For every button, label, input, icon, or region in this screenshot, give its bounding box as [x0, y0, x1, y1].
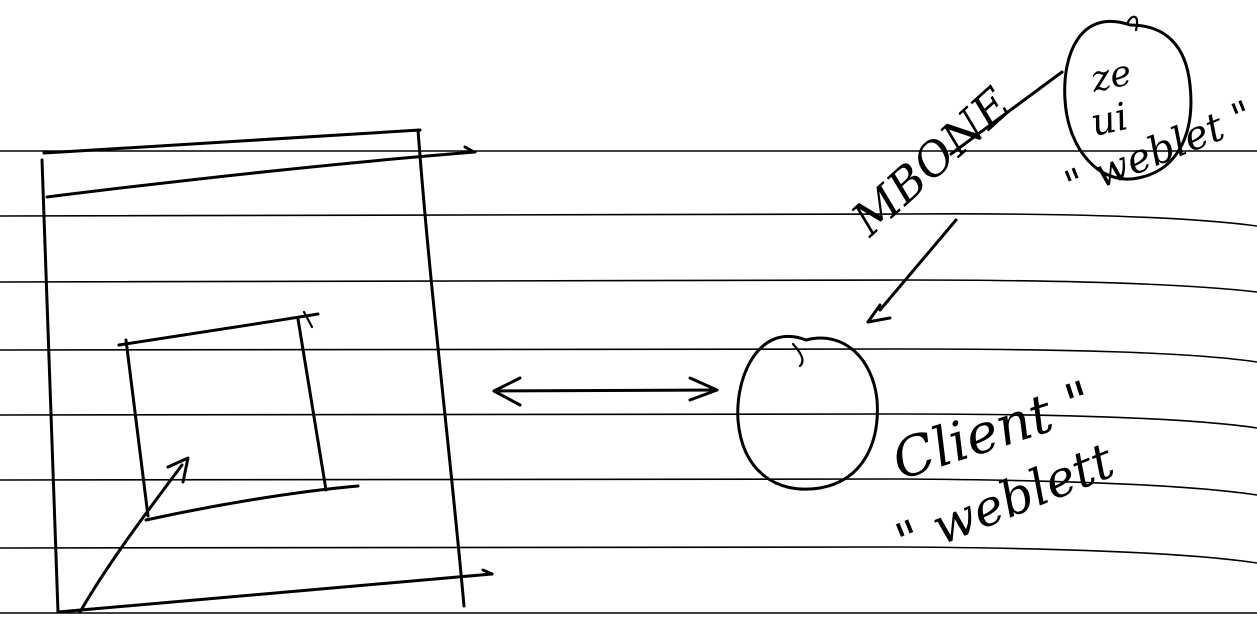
client-node [738, 336, 878, 489]
ruled-line [0, 214, 1257, 226]
server-label-top: ze [1086, 52, 1135, 101]
inner-window-frame [119, 312, 358, 520]
ruled-line [0, 280, 1257, 292]
double-arrow [494, 378, 717, 405]
ruled-line [0, 349, 1257, 362]
outer-window-frame [42, 130, 492, 612]
server-label-bottom: ui [1087, 94, 1132, 145]
pointer-arrow [80, 458, 188, 612]
mbone-label: MBONE [840, 77, 1021, 247]
ruled-line [0, 547, 1257, 563]
